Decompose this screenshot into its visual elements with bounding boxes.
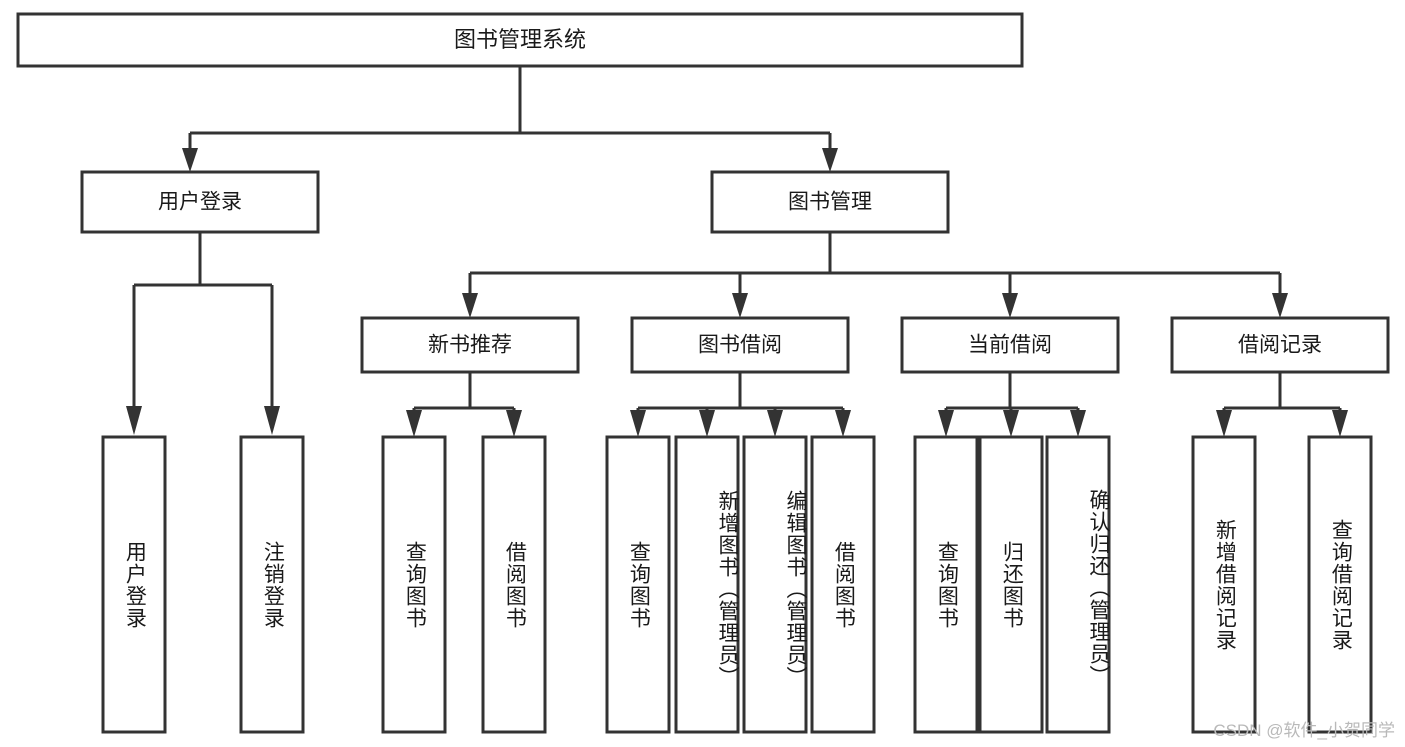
node-leaf-confirm-return-box[interactable]: [1045, 435, 1111, 734]
arrow-leaf-confirm-return: [1070, 410, 1086, 437]
node-leaf-add-book-box[interactable]: [674, 435, 740, 734]
arrow-leaf-borrow-book-2: [835, 410, 851, 437]
node-user-login-box[interactable]: [80, 170, 320, 234]
node-book-manage-box[interactable]: [710, 170, 950, 234]
arrow-new-book-rec: [462, 293, 478, 318]
arrow-leaf-user-login: [126, 406, 142, 435]
node-borrow-record-box[interactable]: [1170, 316, 1390, 374]
arrow-book-borrow: [732, 293, 748, 318]
node-book-borrow-box[interactable]: [630, 316, 850, 374]
arrow-leaf-return-book: [1003, 410, 1019, 437]
connectors-layer: [126, 66, 1348, 437]
arrow-leaf-edit-book: [767, 410, 783, 437]
arrow-leaf-query-book-1: [406, 410, 422, 437]
node-user-login-label: 用户登录: [158, 191, 242, 214]
arrow-leaf-add-book: [699, 410, 715, 437]
node-new-book-rec-box[interactable]: [360, 316, 580, 374]
node-current-borrow-label: 当前借阅: [968, 334, 1052, 357]
node-book-borrow-label: 图书借阅: [698, 334, 782, 357]
node-current-borrow-box[interactable]: [900, 316, 1120, 374]
arrow-user-login: [182, 148, 198, 172]
arrow-leaf-query-book-3: [938, 410, 954, 437]
nodes-layer: 图书管理系统 用户登录 图书管理 新书推荐 图书借阅 当前借阅 借阅记录: [16, 12, 1390, 734]
arrow-book-manage: [822, 148, 838, 172]
arrow-leaf-add-record: [1216, 410, 1232, 437]
arrow-current-borrow: [1002, 293, 1018, 318]
node-leaf-add-record-box[interactable]: [1191, 435, 1257, 734]
node-new-book-rec-label: 新书推荐: [428, 334, 512, 357]
arrow-leaf-query-record: [1332, 410, 1348, 437]
node-leaf-return-book-box[interactable]: [978, 435, 1044, 734]
arrow-leaf-borrow-book-1: [506, 410, 522, 437]
node-leaf-query-book-1-box[interactable]: [381, 435, 447, 734]
node-borrow-record-label: 借阅记录: [1238, 334, 1322, 357]
node-leaf-edit-book-box[interactable]: [742, 435, 808, 734]
node-leaf-query-book-2-box[interactable]: [605, 435, 671, 734]
node-leaf-logout-box[interactable]: [239, 435, 305, 734]
node-book-manage-label: 图书管理: [788, 191, 872, 214]
arrow-borrow-record: [1272, 293, 1288, 318]
arrow-leaf-logout: [264, 406, 280, 435]
arrow-leaf-query-book-2: [630, 410, 646, 437]
node-leaf-borrow-book-2-box[interactable]: [810, 435, 876, 734]
node-root-box[interactable]: [16, 12, 1024, 68]
node-root-label: 图书管理系统: [454, 27, 586, 52]
watermark-text: CSDN @软件_小贺同学: [1213, 721, 1395, 740]
node-leaf-query-record-box[interactable]: [1307, 435, 1373, 734]
node-leaf-borrow-book-1-box[interactable]: [481, 435, 547, 734]
node-leaf-query-book-3-box[interactable]: [913, 435, 979, 734]
node-leaf-user-login-box[interactable]: [101, 435, 167, 734]
